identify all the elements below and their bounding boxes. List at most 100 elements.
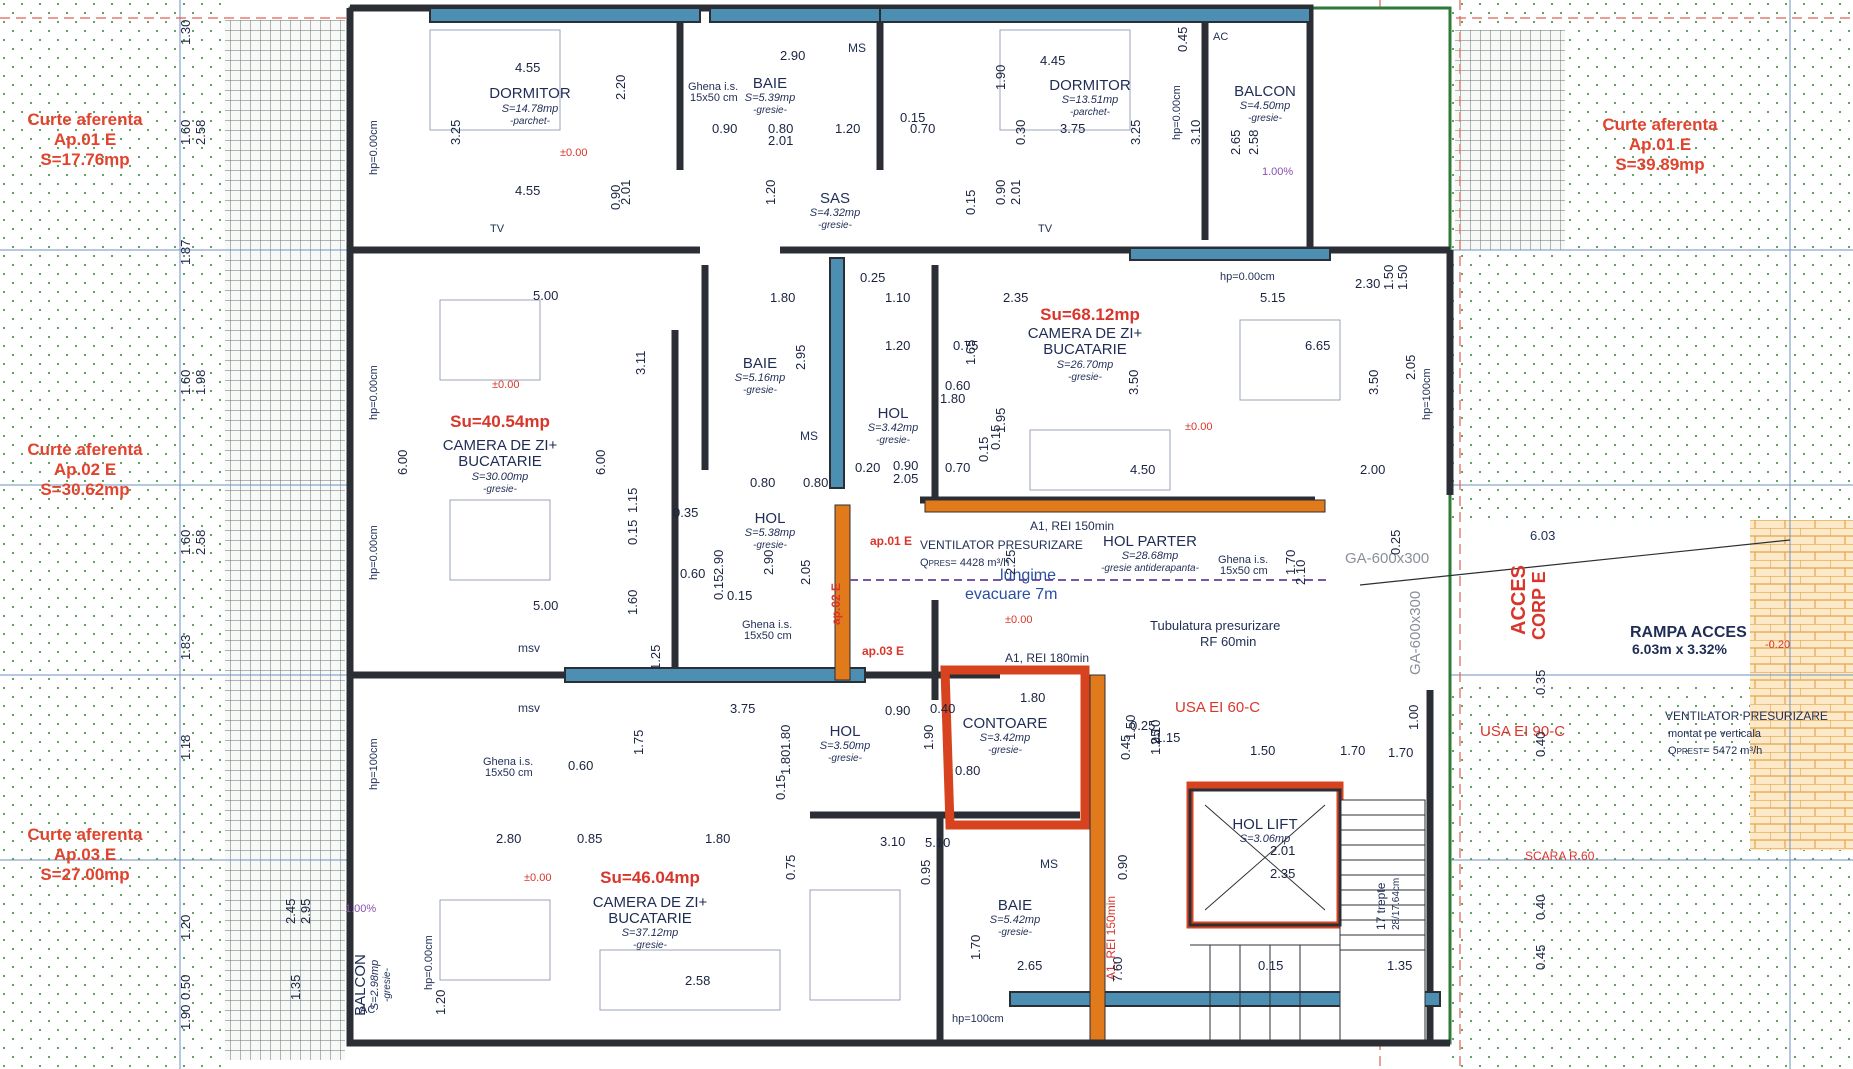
tv-label: TV bbox=[490, 223, 505, 235]
room-name: HOL LIFT bbox=[1232, 816, 1297, 833]
room-name: BAIE bbox=[998, 897, 1032, 914]
ghena-label: Ghena i.s. bbox=[742, 619, 792, 631]
dimension-label: 0.80 bbox=[750, 475, 775, 490]
dimension-label: 1.80 bbox=[770, 290, 795, 305]
dimension-label: 2.45 bbox=[283, 899, 298, 924]
lungime-label: lungime bbox=[1000, 567, 1056, 584]
dimension-label: 6.00 bbox=[395, 450, 410, 475]
level-mark: ±0.00 bbox=[1005, 614, 1032, 626]
dimension-label: 6.00 bbox=[593, 450, 608, 475]
dimension-label: 1.60 bbox=[178, 370, 193, 395]
room-floor: -gresie antiderapanta- bbox=[1101, 563, 1200, 574]
su-ap02: Su=40.54mp bbox=[450, 412, 550, 431]
dimension-label: 0.80 bbox=[768, 121, 793, 136]
dimension-label: 1.60 bbox=[178, 120, 193, 145]
rei-label-vertical: A1, REI 150min bbox=[1104, 896, 1118, 980]
dimension-label: 7.60 bbox=[1110, 957, 1125, 982]
dimension-label: 0.25 bbox=[860, 270, 885, 285]
dimension-label: 0.45 bbox=[1118, 735, 1133, 760]
brick-area bbox=[1750, 520, 1853, 850]
dimension-label: 0.15 bbox=[1258, 958, 1283, 973]
dimension-label: 1.80 bbox=[940, 391, 965, 406]
room-area: S=30.00mp bbox=[472, 471, 529, 483]
room-name: CAMERA DE ZI+ bbox=[1028, 325, 1143, 342]
ac-label: AC bbox=[1213, 31, 1228, 43]
dimension-label: 0.70 bbox=[945, 460, 970, 475]
room-name: DORMITOR bbox=[489, 85, 571, 102]
dimension-label: 3.11 bbox=[633, 351, 648, 375]
room-name: HOL bbox=[755, 510, 786, 527]
blue-walls bbox=[429, 7, 1441, 1007]
dimension-label: 1.20 bbox=[835, 121, 860, 136]
ap03-label: ap.03 E bbox=[862, 644, 904, 658]
dimension-label: 2.58 bbox=[193, 120, 208, 145]
dimension-label: 1.87 bbox=[178, 240, 193, 265]
dimension-label: 0.90 bbox=[608, 185, 623, 210]
dimension-label: 1.70 bbox=[1340, 743, 1365, 758]
usa60-label: USA EI 60-C bbox=[1175, 699, 1260, 716]
tubulatura-label: Tubulatura presurizare bbox=[1150, 618, 1280, 633]
qpres-label: QPRES= 4428 m³/h bbox=[920, 557, 1009, 569]
room-area: S=3.42mp bbox=[980, 732, 1030, 744]
dimension-label: 3.75 bbox=[1060, 121, 1085, 136]
dimension-label: 1.25 bbox=[648, 645, 663, 670]
ap01-label: ap.01 E bbox=[870, 534, 912, 548]
rei-label: A1, REI 150min bbox=[1030, 519, 1114, 533]
dimension-label: 1.20 bbox=[433, 990, 448, 1015]
ms-label: MS bbox=[848, 41, 866, 55]
dimension-label: 0.35 bbox=[673, 505, 698, 520]
ghena-label: Ghena i.s. bbox=[1218, 554, 1268, 566]
rampa-line bbox=[1359, 539, 1791, 586]
room-floor: -parchet- bbox=[510, 116, 551, 127]
dimension-label: 1.10 bbox=[885, 290, 910, 305]
dimension-label: 2.30 bbox=[1355, 276, 1380, 291]
dimension-label: 2.90 bbox=[711, 550, 726, 575]
dimension-label: 0.90 bbox=[993, 180, 1008, 205]
dimension-label: 2.01 bbox=[618, 180, 633, 205]
dimension-label: 0.40 bbox=[1533, 732, 1548, 757]
su-ap03: Su=46.04mp bbox=[600, 868, 700, 887]
room-area: S=4.32mp bbox=[810, 207, 860, 219]
dimension-label: 1.75 bbox=[631, 730, 646, 755]
dimension-label: 1.15 bbox=[625, 488, 640, 513]
rampa-value: 6.03m x 3.32% bbox=[1632, 641, 1728, 657]
dimension-label: 0.90 bbox=[712, 121, 737, 136]
dimension-label: 0.80 bbox=[803, 475, 828, 490]
dimension-label: 3.25 bbox=[448, 120, 463, 145]
dimension-label: 3.25 bbox=[1128, 120, 1143, 145]
room-area: S=3.50mp bbox=[820, 740, 870, 752]
room-floor: -gresie- bbox=[1248, 113, 1283, 124]
slope-label: 1.00% bbox=[345, 903, 376, 915]
hp-label: hp=100cm bbox=[1421, 368, 1433, 420]
dimension-label: 2.10 bbox=[1148, 720, 1163, 745]
ghena-label-2: 15x50 cm bbox=[485, 767, 533, 779]
hp-label: hp=100cm bbox=[952, 1013, 1004, 1025]
dimension-label: 0.70 bbox=[910, 121, 935, 136]
room-area: S=13.51mp bbox=[1062, 94, 1119, 106]
room-floor: -gresie- bbox=[818, 220, 853, 231]
room-area: S=14.78mp bbox=[502, 103, 559, 115]
dimension-label: 1.00 bbox=[1406, 705, 1421, 730]
dimension-label: 1.95 bbox=[1148, 730, 1163, 755]
rampa-length: 6.03 bbox=[1530, 528, 1555, 543]
dimension-label: 0.85 bbox=[577, 831, 602, 846]
dimension-label: 4.45 bbox=[1040, 53, 1065, 68]
ac-label: AC bbox=[360, 1004, 375, 1016]
dimension-label: 3.75 bbox=[730, 701, 755, 716]
tubulatura-label-2: RF 60min bbox=[1200, 634, 1256, 649]
curte-ap03-area: S=27.00mp bbox=[40, 865, 129, 884]
room-floor: -gresie- bbox=[753, 540, 788, 551]
curte-ap01-left-area: S=17.76mp bbox=[40, 150, 129, 169]
dimension-label: 0.40 bbox=[1533, 895, 1548, 920]
dimension-label: 1.95 bbox=[993, 408, 1008, 433]
corp-label: CORP E bbox=[1529, 571, 1549, 640]
room-area: S=5.38mp bbox=[745, 527, 795, 539]
acces-label: ACCES bbox=[1508, 565, 1530, 635]
hp-label: hp=0.00cm bbox=[368, 120, 380, 175]
room-name: BAIE bbox=[743, 355, 777, 372]
dimension-label: 4.55 bbox=[515, 183, 540, 198]
dimension-label: 3.10 bbox=[1188, 120, 1203, 145]
dimension-label: 0.15 bbox=[900, 110, 925, 125]
msv-label: msv bbox=[518, 701, 540, 715]
dimension-label: 2.01 bbox=[768, 133, 793, 148]
